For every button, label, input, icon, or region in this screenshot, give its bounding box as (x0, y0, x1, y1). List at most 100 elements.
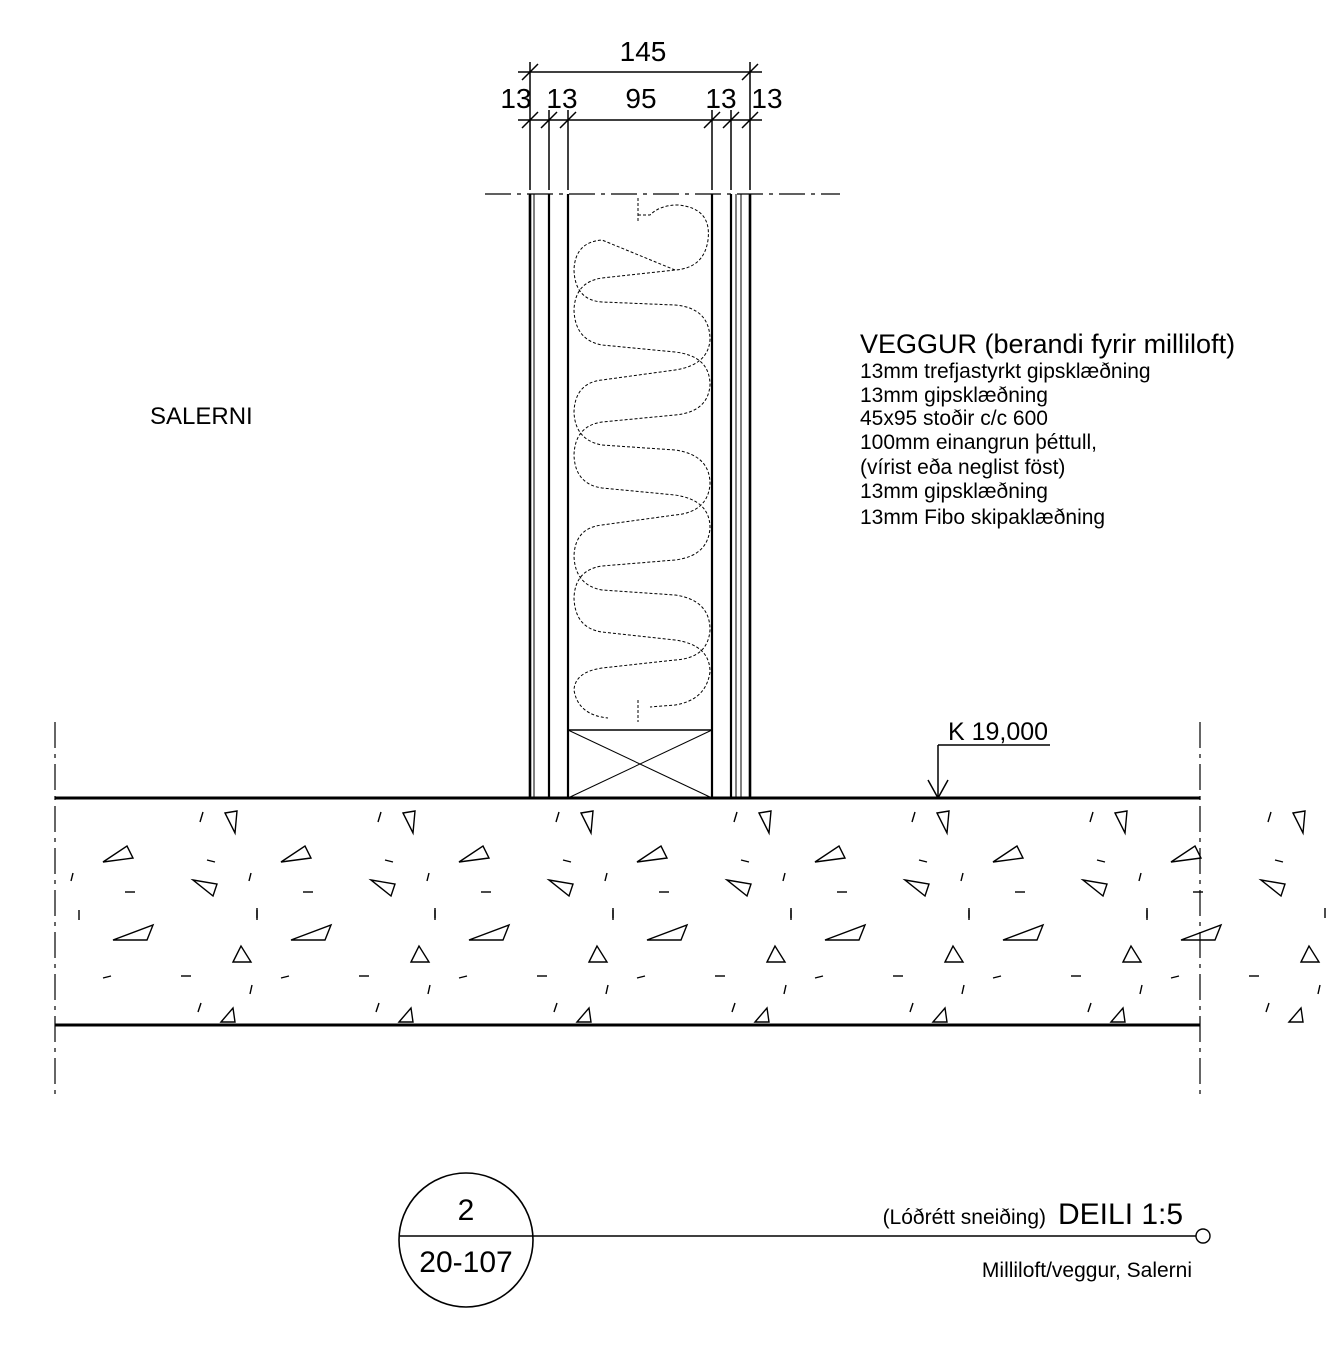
hatch-mark (1109, 1006, 1126, 1023)
hatch-mark (249, 984, 253, 995)
hatch-mark (426, 872, 430, 882)
hatch-mark (1138, 872, 1142, 882)
hatch-mark (783, 984, 787, 995)
hatch-mark (918, 859, 928, 863)
dimension-tick (559, 111, 577, 129)
hatch-mark (1087, 1002, 1092, 1013)
hatch-mark (1267, 811, 1272, 823)
hatch-mark (384, 859, 394, 863)
wall-section (528, 194, 752, 798)
wall-note-line: 13mm Fibo skipaklæðning (860, 506, 1105, 529)
dimension-tick (540, 111, 558, 129)
wall-note-line: 45x95 stoðir c/c 600 (860, 407, 1048, 430)
hatch-mark (1002, 923, 1045, 941)
hatch-mark (397, 1006, 414, 1023)
hatch-mark (824, 923, 867, 941)
hatch-mark (575, 1006, 592, 1023)
hatch-mark (579, 810, 594, 836)
concrete-hatch (70, 810, 1326, 1023)
hatch-mark (961, 984, 965, 995)
dimension-tick (741, 111, 759, 129)
dimension-segment: 13 (500, 83, 531, 114)
wall-note-title: VEGGUR (berandi fyrir milliloft) (860, 329, 1235, 359)
hatch-mark (636, 975, 646, 979)
hatch-mark (1287, 1006, 1304, 1023)
caption-title: DEILI 1:5 (1058, 1198, 1183, 1231)
detail-number: 2 (458, 1194, 475, 1227)
hatch-mark (102, 975, 112, 979)
hatch-mark (733, 811, 738, 823)
hatch-mark (902, 878, 930, 898)
leader-end-circle (1195, 1228, 1211, 1244)
hatch-mark (909, 1002, 914, 1013)
wall-note-line: 13mm gipsklæðning (860, 384, 1048, 407)
hatch-mark (468, 923, 511, 941)
hatch-mark (280, 844, 313, 863)
dimension-tick (741, 63, 759, 81)
dimension-tick (722, 111, 740, 129)
hatch-mark (458, 844, 491, 863)
concrete-slab (54, 722, 1201, 1098)
hatch-mark (1317, 984, 1321, 995)
hatch-mark (782, 872, 786, 882)
hatch-mark (223, 810, 238, 836)
hatch-mark (546, 878, 574, 898)
hatch-mark (1096, 859, 1106, 863)
hatch-mark (740, 859, 750, 863)
hatch-mark (992, 844, 1025, 863)
hatch-mark (206, 859, 216, 863)
hatch-mark (1274, 859, 1284, 863)
hatch-mark (943, 944, 965, 963)
hatch-mark (1180, 923, 1223, 941)
hatch-mark (814, 844, 847, 863)
hatch-mark (562, 859, 572, 863)
hatch-mark (1121, 944, 1143, 963)
hatch-mark (375, 1002, 380, 1013)
hatch-mark (636, 844, 669, 863)
hatch-mark (1265, 1002, 1270, 1013)
hatch-mark (553, 1002, 558, 1013)
hatch-mark (1139, 984, 1143, 995)
hatch-mark (290, 923, 333, 941)
hatch-mark (1258, 878, 1286, 898)
hatch-mark (197, 1002, 202, 1013)
hatch-mark (112, 923, 155, 941)
dimension-tick (521, 63, 539, 81)
hatch-mark (199, 811, 204, 823)
bottom-plate (567, 729, 713, 799)
dimension-overall: 145 (620, 36, 667, 67)
hatch-mark (757, 810, 772, 836)
hatch-mark (587, 944, 609, 963)
hatch-mark (401, 810, 416, 836)
hatch-mark (458, 975, 468, 979)
hatch-mark (190, 878, 218, 898)
detail-bubble (398, 1172, 1211, 1308)
hatch-mark (368, 878, 396, 898)
hatch-mark (1170, 844, 1203, 863)
hatch-mark (219, 1006, 236, 1023)
dimension-chain (518, 62, 762, 190)
level-marker (927, 744, 1050, 799)
hatch-mark (753, 1006, 770, 1023)
hatch-mark (555, 811, 560, 823)
hatch-mark (604, 872, 608, 882)
hatch-mark (231, 944, 253, 963)
hatch-mark (1089, 811, 1094, 823)
hatch-mark (248, 872, 252, 882)
hatch-mark (280, 975, 290, 979)
hatch-mark (377, 811, 382, 823)
wall-note-line: 13mm gipsklæðning (860, 480, 1048, 503)
hatch-mark (427, 984, 431, 995)
hatch-mark (1299, 944, 1321, 963)
dimension-tick (521, 111, 539, 129)
wall-note-line: 100mm einangrun þéttull, (860, 431, 1097, 454)
wall-note-line: (vírist eða neglist föst) (860, 456, 1065, 479)
caption-subtitle: Milliloft/veggur, Salerni (982, 1259, 1192, 1282)
caption-prefix: (Lóðrétt sneiðing) (883, 1206, 1046, 1229)
hatch-mark (1170, 975, 1180, 979)
hatch-mark (960, 872, 964, 882)
hatch-mark (646, 923, 689, 941)
insulation-symbol (573, 198, 711, 722)
dimension-segment: 13 (546, 83, 577, 114)
hatch-mark (1113, 810, 1128, 836)
